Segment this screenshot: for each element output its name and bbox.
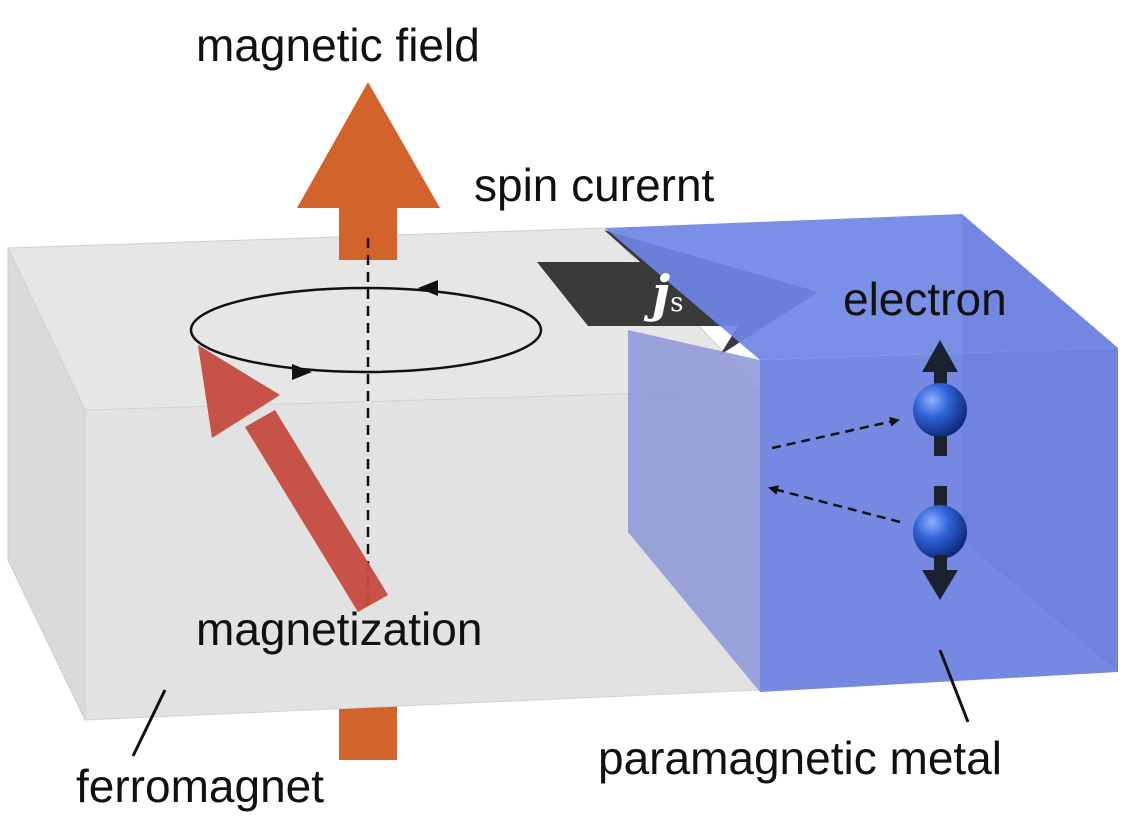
orbit-arrow-top	[418, 280, 438, 296]
paramagnetic-metal-block	[605, 214, 1118, 692]
para-back-edge	[962, 214, 1118, 672]
ferromagnet-pointer	[131, 689, 167, 757]
js-main: j	[652, 264, 671, 323]
magnetic-field-arrow-base	[339, 700, 397, 760]
paramagnetic-pointer	[938, 649, 970, 723]
electron-spin-up	[913, 340, 967, 456]
para-top-face	[605, 214, 1118, 360]
electron-in-arrow	[771, 416, 900, 450]
magnetization-arrow	[198, 345, 388, 612]
electron-label: electron	[843, 273, 1007, 325]
precession-orbit	[189, 286, 543, 374]
magnetization-label: magnetization	[196, 603, 483, 655]
electron-out-arrow	[768, 485, 901, 524]
magnetic-field-arrow-shaft	[339, 200, 397, 260]
magnetic-field-arrow-head	[297, 82, 440, 208]
orbit-arrow-bottom	[292, 364, 312, 380]
ferromagnet-label: ferromagnet	[76, 760, 325, 812]
spin-current-label: spin curernt	[474, 159, 715, 211]
paramagnetic-metal-label: paramagnetic metal	[598, 732, 1002, 784]
magnetic-field-label: magnetic field	[196, 19, 480, 71]
js-subscript: s	[670, 288, 684, 318]
spin-current-symbol: js	[652, 269, 683, 319]
para-front-face	[628, 330, 760, 692]
electron-spin-down	[913, 486, 967, 600]
